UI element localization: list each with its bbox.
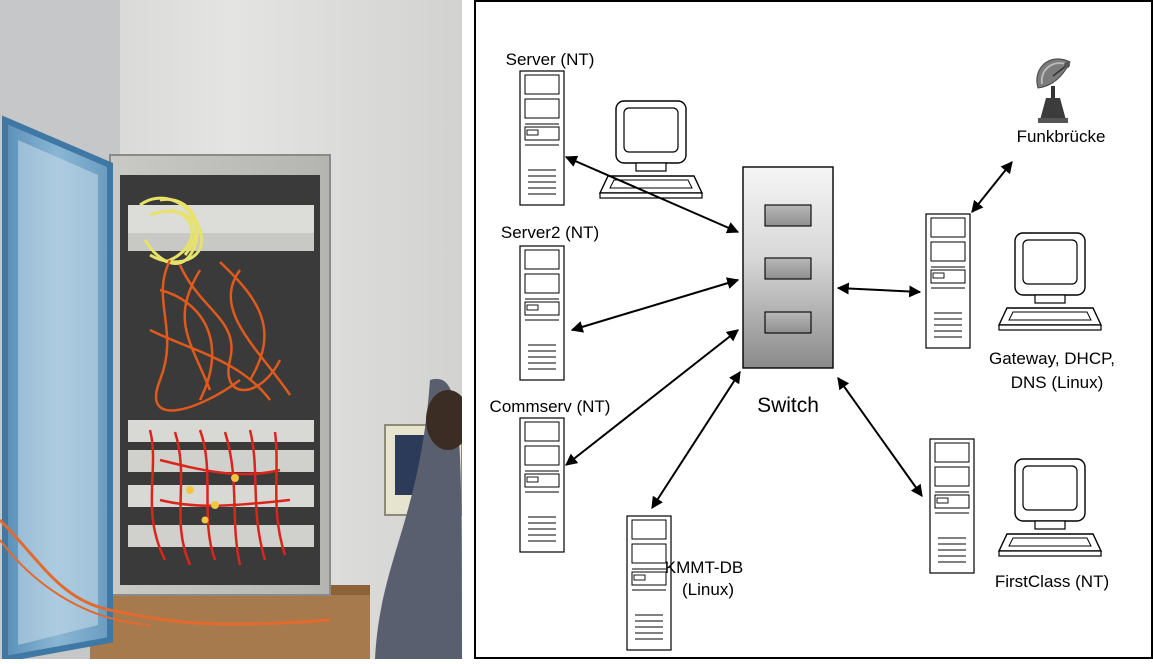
kmmt-db-label-line2: (Linux) bbox=[682, 580, 734, 599]
rack-photo bbox=[0, 0, 470, 663]
firstclass-node: FirstClass (NT) bbox=[929, 438, 1109, 591]
link-gateway-funkbruecke bbox=[971, 161, 1013, 213]
server-tower-icon bbox=[626, 515, 672, 651]
funkbruecke-node: Funkbrücke bbox=[1017, 58, 1106, 146]
funkbruecke-label: Funkbrücke bbox=[1017, 127, 1106, 146]
rack-photo-illustration bbox=[0, 0, 470, 663]
server-nt-label: Server (NT) bbox=[506, 50, 595, 69]
satellite-dish-icon bbox=[1036, 58, 1071, 123]
server2-nt-label: Server2 (NT) bbox=[501, 223, 599, 242]
server-tower-icon bbox=[519, 417, 565, 553]
switch-port bbox=[764, 257, 812, 280]
server-tower-icon bbox=[519, 245, 565, 381]
server-nt-node: Server (NT) bbox=[506, 50, 703, 206]
network-diagram-svg: Switch Server (NT) Server2 (NT) Commserv… bbox=[474, 0, 1153, 659]
link-server-switch bbox=[564, 155, 740, 234]
link-switch-gateway bbox=[836, 282, 922, 298]
server-tower-icon bbox=[929, 438, 975, 574]
kmmt-db-node: KMMT-DB (Linux) bbox=[626, 515, 743, 651]
link-kmmtdb-switch bbox=[651, 370, 741, 510]
switch-port bbox=[764, 311, 812, 334]
link-switch-firstclass bbox=[837, 377, 923, 497]
network-diagram: Switch Server (NT) Server2 (NT) Commserv… bbox=[474, 0, 1153, 659]
kmmt-db-label-line1: KMMT-DB bbox=[665, 558, 743, 577]
switch-label: Switch bbox=[757, 394, 819, 417]
server-tower-icon bbox=[519, 70, 565, 206]
gateway-label-line2: DNS (Linux) bbox=[1011, 373, 1104, 392]
link-server2-switch bbox=[570, 277, 740, 333]
commserv-nt-label: Commserv (NT) bbox=[490, 397, 611, 416]
gateway-node: Gateway, DHCP, DNS (Linux) bbox=[925, 213, 1115, 392]
switch-port bbox=[764, 204, 812, 227]
server-tower-icon bbox=[925, 213, 971, 349]
switch-node: Switch bbox=[742, 166, 834, 417]
firstclass-label: FirstClass (NT) bbox=[995, 572, 1109, 591]
gateway-label-line1: Gateway, DHCP, bbox=[989, 349, 1115, 368]
